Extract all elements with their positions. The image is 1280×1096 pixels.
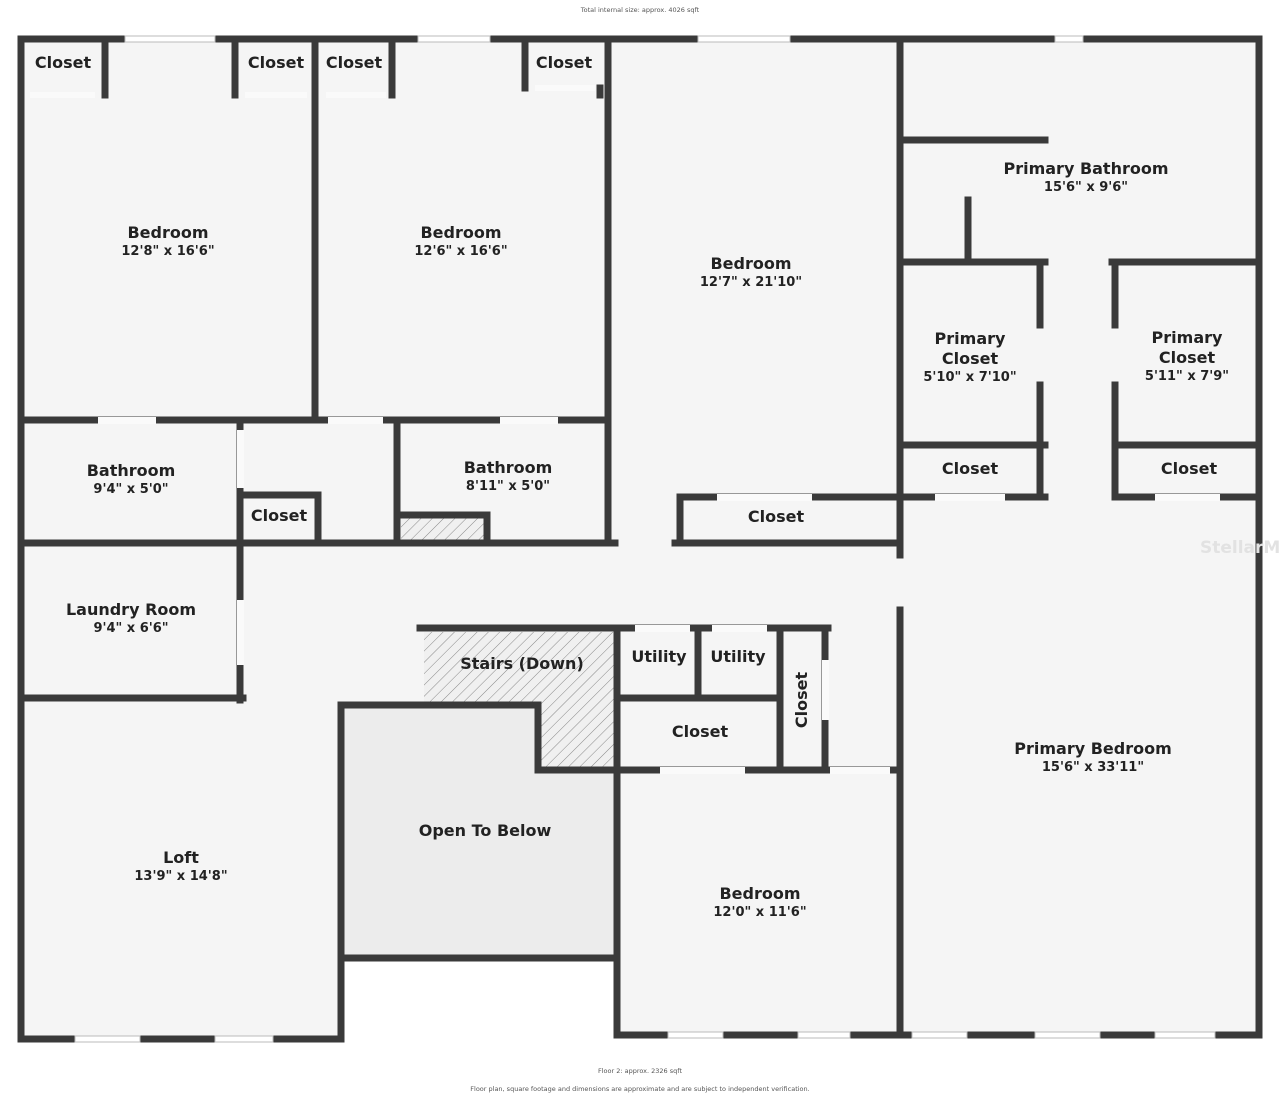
room-utility: Utility <box>710 647 766 666</box>
room-closet: Closet <box>535 53 593 72</box>
room-closet: Closet <box>1160 459 1218 478</box>
total-size: Total internal size: approx. 4026 sqft <box>580 6 700 14</box>
room-stairs: Stairs (Down) <box>460 654 584 673</box>
room-open-to-below: Open To Below <box>418 821 552 840</box>
stairs-hatch <box>424 632 614 768</box>
disclaimer: Floor plan, square footage and dimension… <box>470 1085 810 1093</box>
room-closet: Closet <box>325 53 383 72</box>
stairs-hatch-small <box>401 516 486 540</box>
windows <box>74 35 1216 1043</box>
floor-size: Floor 2: approx. 2326 sqft <box>598 1067 682 1075</box>
room-closet: Closet <box>671 722 729 741</box>
room-utility: Utility <box>631 647 687 666</box>
doorways <box>30 85 1220 774</box>
room-closet: Closet <box>941 459 999 478</box>
floor-area <box>21 39 1259 1039</box>
watermark: StellarMLS <box>1200 538 1280 558</box>
room-closet: Closet <box>747 507 805 526</box>
room-closet: Closet <box>247 53 305 72</box>
room-closet: Closet <box>792 671 811 729</box>
room-closet: Closet <box>250 506 308 525</box>
room-closet: Closet <box>34 53 92 72</box>
